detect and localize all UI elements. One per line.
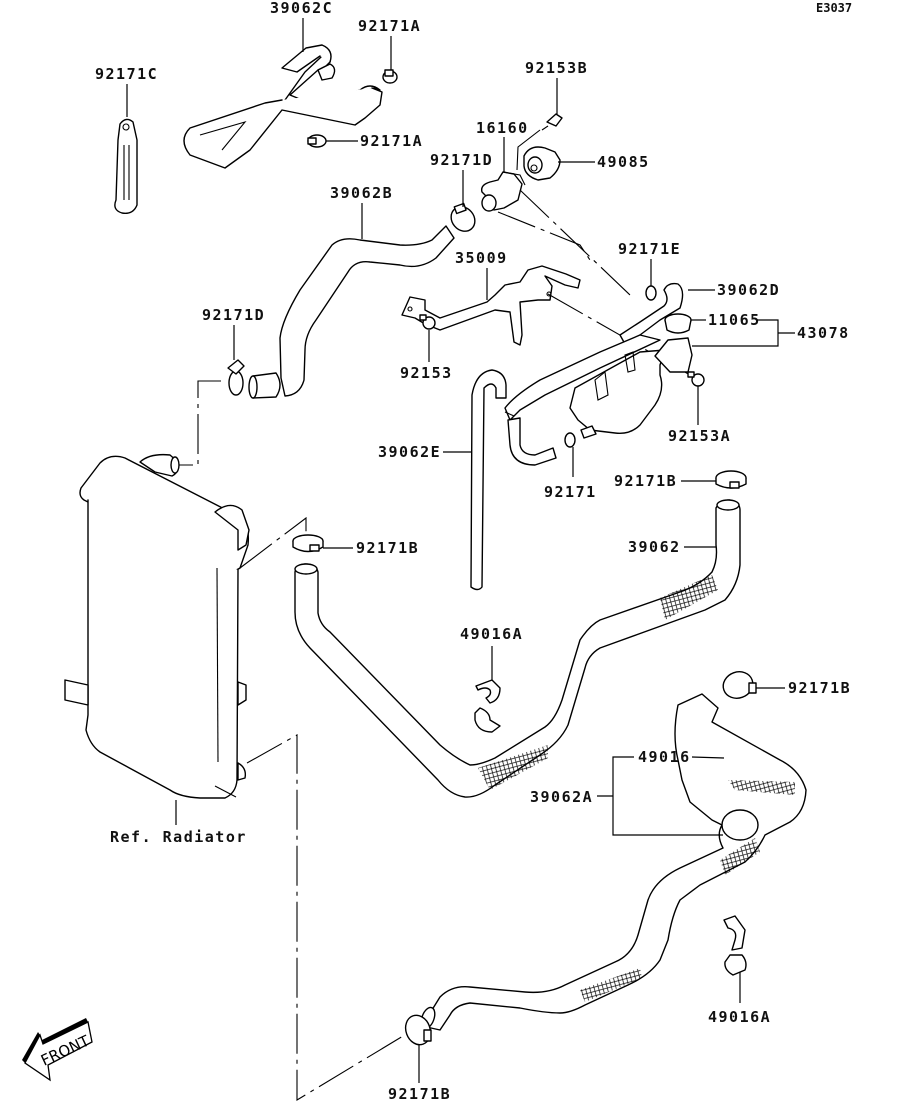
label-49016A-bottom: 49016A (708, 1008, 771, 1026)
label-49085: 49085 (597, 153, 650, 171)
label-92153A: 92153A (668, 427, 731, 445)
part-tank-drain-hose (507, 417, 597, 466)
label-92171B-upper-right: 92171B (614, 472, 677, 490)
part-43078-reserve-tank[interactable] (504, 334, 693, 435)
part-92171D-clamp-top[interactable] (446, 202, 480, 236)
part-92171B-clamp-bottom[interactable] (402, 1012, 435, 1048)
label-39062B: 39062B (330, 184, 393, 202)
label-92171B-radiator: 92171B (356, 539, 419, 557)
part-11065-cap[interactable] (664, 313, 692, 334)
part-39062B-hose-end (248, 372, 281, 399)
part-39062E-hose[interactable] (470, 369, 507, 591)
label-39062A: 39062A (530, 788, 593, 806)
part-92171B-clamp-upper-right[interactable] (715, 470, 747, 489)
label-39062D: 39062D (717, 281, 780, 299)
part-92171E-clamp[interactable] (645, 285, 657, 301)
part-92171-clamp[interactable] (564, 432, 576, 448)
part-92171B-clamp-radiator[interactable] (292, 534, 324, 553)
label-92153B: 92153B (525, 59, 588, 77)
part-49085-cap[interactable] (523, 146, 561, 181)
part-39062A-hose[interactable] (419, 693, 807, 1031)
part-39062C-hose[interactable] (183, 44, 383, 169)
part-92171A-clamp-top[interactable] (382, 69, 398, 84)
label-92153: 92153 (400, 364, 453, 382)
label-49016: 49016 (638, 748, 691, 766)
label-35009: 35009 (455, 249, 508, 267)
part-49016A-clamp-bottom[interactable] (723, 915, 747, 976)
part-92153B-bolt[interactable] (541, 113, 563, 131)
label-92171A-top: 92171A (358, 17, 421, 35)
label-92171B-right-lower: 92171B (788, 679, 851, 697)
label-11065: 11065 (708, 311, 761, 329)
part-92171B-clamp-right-lower[interactable] (719, 668, 757, 703)
part-92153A-bolt[interactable] (687, 371, 705, 387)
label-43078: 43078 (797, 324, 850, 342)
part-92171A-clamp-mid[interactable] (307, 134, 327, 148)
label-92171D-top: 92171D (430, 151, 493, 169)
part-92171C-clamp-bracket[interactable] (114, 118, 138, 215)
label-39062: 39062 (628, 538, 681, 556)
part-39062D-hose[interactable] (619, 282, 684, 345)
part-39062B-hose[interactable] (279, 225, 455, 397)
label-92171C: 92171C (95, 65, 158, 83)
label-92171: 92171 (544, 483, 597, 501)
label-49016A-mid: 49016A (460, 625, 523, 643)
part-16160-housing[interactable] (480, 171, 526, 212)
front-direction-arrow: FRONT (22, 1018, 93, 1082)
label-92171A-mid: 92171A (360, 132, 423, 150)
part-92171D-clamp-left[interactable] (227, 359, 245, 396)
label-92171D-left: 92171D (202, 306, 265, 324)
label-39062E: 39062E (378, 443, 441, 461)
part-35009-bracket[interactable] (401, 265, 581, 346)
label-39062C: 39062C (270, 0, 333, 17)
part-49016A-clamp-mid[interactable] (474, 679, 501, 733)
radiator-reference (64, 453, 250, 799)
label-92171B-bottom: 92171B (388, 1085, 451, 1103)
label-92171E: 92171E (618, 240, 681, 258)
figure-code: E3037 (816, 1, 852, 15)
reference-radiator-label: Ref. Radiator (110, 828, 247, 846)
part-92153-bolt[interactable] (419, 314, 436, 330)
label-16160: 16160 (476, 119, 529, 137)
part-39062-hose[interactable] (294, 499, 741, 798)
